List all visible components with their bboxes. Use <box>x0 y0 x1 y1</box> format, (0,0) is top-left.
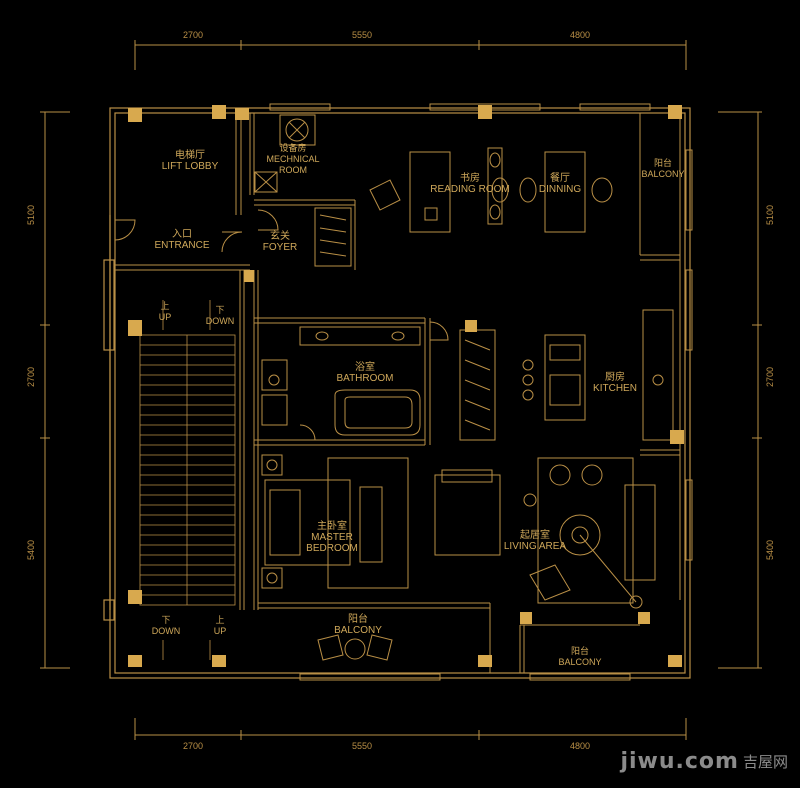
room-label-cn: 电梯厅 <box>175 150 205 161</box>
stair-label-cn: 下 <box>161 615 171 625</box>
dim-right-1: 5100 <box>765 204 776 226</box>
room-label-entrance: 入口 ENTRANCE <box>152 229 212 251</box>
room-label-cn: 厨房 <box>605 372 625 383</box>
room-label-en: BALCONY <box>558 657 602 667</box>
dim-top-1: 2700 <box>183 30 204 40</box>
room-label-en: LIVING AREA <box>503 541 567 552</box>
room-label-en: MECHNICAL <box>266 154 320 164</box>
room-label-mechanical: 设备房 MECHNICAL ROOM <box>258 143 328 176</box>
room-label-en: BALCONY <box>641 169 685 179</box>
room-label-cn: 阳台 <box>570 646 589 656</box>
dim-left-2: 2700 <box>26 366 37 388</box>
balcony-furniture <box>317 634 393 661</box>
reading-desk <box>369 151 451 233</box>
room-label-balcony-se: 阳台 BALCONY <box>552 646 608 668</box>
room-label-en: ROOM <box>279 165 307 175</box>
bed <box>261 454 409 589</box>
bathroom-fixtures <box>261 326 421 436</box>
kitchen-island <box>522 309 674 441</box>
room-label-en: READING ROOM <box>430 184 510 195</box>
room-label-master-bedroom: 主卧室 MASTER BEDROOM <box>300 521 364 554</box>
room-label-en: KITCHEN <box>593 383 637 394</box>
room-label-en: BATHROOM <box>336 373 394 384</box>
room-label-en: BEDROOM <box>306 543 358 554</box>
foyer-closet <box>314 207 352 267</box>
room-label-living-area: 起居室 LIVING AREA <box>497 530 573 552</box>
dim-right-3: 5400 <box>765 539 776 561</box>
living-furniture <box>434 457 656 609</box>
stair-label-cn: 下 <box>215 305 225 315</box>
stair-label-down-top: 下 DOWN <box>200 305 240 327</box>
stair-label-down-bottom: 下 DOWN <box>146 615 186 637</box>
room-label-lift-lobby: 电梯厅 LIFT LOBBY <box>160 150 220 172</box>
dim-top-2: 5550 <box>352 30 373 40</box>
staircase <box>139 300 236 660</box>
room-label-en: DINNING <box>538 184 582 195</box>
stair-label-cn: 上 <box>160 301 170 311</box>
room-label-cn: 阳台 <box>348 614 368 625</box>
room-label-cn: 书房 <box>460 173 480 184</box>
watermark-en: jiwu.com <box>620 749 739 774</box>
exterior-walls <box>103 107 691 679</box>
room-label-reading: 书房 READING ROOM <box>425 173 515 195</box>
room-label-cn: 起居室 <box>520 530 550 541</box>
room-label-en: LIFT LOBBY <box>161 161 219 172</box>
doors <box>114 209 449 441</box>
stair-label-en: DOWN <box>151 626 181 636</box>
dining-table <box>487 147 613 233</box>
stair-label-cn: 上 <box>215 615 225 625</box>
dim-left-1: 5100 <box>26 204 37 226</box>
room-label-bathroom: 浴室 BATHROOM <box>330 362 400 384</box>
stair-label-up-bottom: 上 UP <box>205 615 235 637</box>
room-label-dining: 餐厅 DINNING <box>530 173 590 195</box>
stair-label-en: DOWN <box>205 316 235 326</box>
room-label-cn: 阳台 <box>653 158 672 168</box>
room-label-en: ENTRANCE <box>154 240 210 251</box>
dim-bottom-3: 4800 <box>570 741 591 751</box>
corridor-cabinet <box>459 329 496 441</box>
room-label-cn: 玄关 <box>270 231 290 242</box>
structural-columns <box>128 105 684 667</box>
room-label-cn: 餐厅 <box>550 173 570 184</box>
interior-walls <box>115 113 681 673</box>
stair-label-up-top: 上 UP <box>150 301 180 323</box>
room-label-en: FOYER <box>262 242 298 253</box>
watermark-cn: 吉屋网 <box>742 753 788 771</box>
dimension-line-top <box>134 40 687 70</box>
dimension-line-right <box>718 111 762 669</box>
dim-left-3: 5400 <box>26 539 37 561</box>
room-label-balcony-s: 阳台 BALCONY <box>328 614 388 636</box>
dimension-line-bottom <box>134 718 687 740</box>
room-label-en: BALCONY <box>334 625 382 636</box>
room-label-cn: 设备房 <box>279 143 307 153</box>
room-label-cn: 浴室 <box>355 362 375 373</box>
room-label-cn: 入口 <box>172 229 192 240</box>
dim-bottom-2: 5550 <box>352 741 373 751</box>
room-label-balcony-ne: 阳台 BALCONY <box>637 158 689 180</box>
dimension-line-left <box>40 111 70 669</box>
dim-right-2: 2700 <box>765 366 776 388</box>
room-label-cn: 主卧室 <box>317 521 347 532</box>
dim-top-3: 4800 <box>570 30 591 40</box>
room-label-foyer: 玄关 FOYER <box>258 231 302 253</box>
dim-bottom-1: 2700 <box>183 741 204 751</box>
stair-label-en: UP <box>213 626 227 636</box>
watermark: jiwu.com 吉屋网 <box>620 749 788 774</box>
stair-label-en: UP <box>158 312 172 322</box>
room-label-en: MASTER <box>311 532 353 543</box>
mechanical-fan-icon <box>254 114 316 193</box>
room-label-kitchen: 厨房 KITCHEN <box>588 372 642 394</box>
